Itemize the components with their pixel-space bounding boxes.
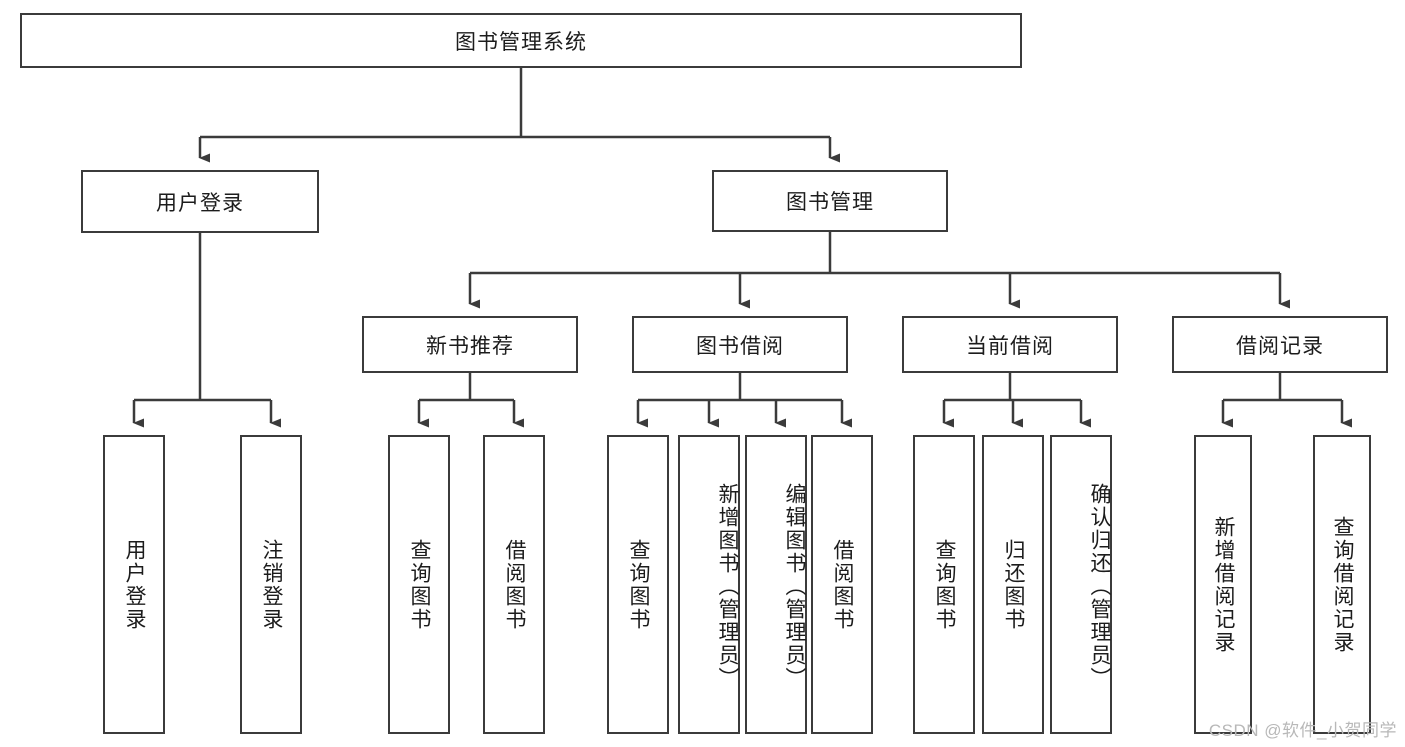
node-label: 查询借阅记录 (1331, 515, 1355, 654)
node-label: 新书推荐 (426, 334, 514, 358)
node-borrow-record[interactable]: 借阅记录 (1172, 316, 1388, 373)
node-leaf-add-book[interactable]: 新增图书（管理员） (678, 435, 740, 734)
node-label: 用户登录 (156, 191, 244, 215)
node-label: 图书管理系统 (455, 30, 587, 54)
node-label: 图书借阅 (696, 334, 784, 358)
node-label: 编辑图书（管理员） (783, 483, 806, 690)
node-book-borrow[interactable]: 图书借阅 (632, 316, 848, 373)
watermark: CSDN @软件_小贺同学 (1208, 721, 1397, 740)
node-label: 新增图书（管理员） (716, 483, 739, 690)
node-leaf-query-record[interactable]: 查询借阅记录 (1313, 435, 1371, 734)
node-leaf-query-book-3[interactable]: 查询图书 (913, 435, 975, 734)
node-label: 查询图书 (627, 538, 651, 631)
node-leaf-add-record[interactable]: 新增借阅记录 (1194, 435, 1252, 734)
node-label: 新增借阅记录 (1212, 515, 1236, 654)
node-leaf-confirm-return[interactable]: 确认归还（管理员） (1050, 435, 1112, 734)
node-book-manage[interactable]: 图书管理 (712, 170, 948, 232)
node-label: 借阅图书 (503, 538, 527, 631)
node-leaf-borrow-book-1[interactable]: 借阅图书 (483, 435, 545, 734)
node-label: 确认归还（管理员） (1088, 483, 1111, 690)
node-user-login[interactable]: 用户登录 (81, 170, 319, 233)
node-label: 注销登录 (260, 538, 284, 631)
node-label: 图书管理 (786, 191, 874, 214)
node-current-borrow[interactable]: 当前借阅 (902, 316, 1118, 373)
node-label: 借阅图书 (831, 538, 855, 631)
node-label: 查询图书 (933, 538, 957, 631)
node-leaf-query-book-2[interactable]: 查询图书 (607, 435, 669, 734)
node-new-book-recommend[interactable]: 新书推荐 (362, 316, 578, 373)
node-leaf-logout[interactable]: 注销登录 (240, 435, 302, 734)
node-label: 用户登录 (123, 538, 147, 631)
node-leaf-user-login[interactable]: 用户登录 (103, 435, 165, 734)
node-leaf-return-book[interactable]: 归还图书 (982, 435, 1044, 734)
node-label: 当前借阅 (966, 334, 1054, 358)
node-label: 查询图书 (408, 538, 432, 631)
node-root[interactable]: 图书管理系统 (20, 13, 1022, 68)
node-leaf-edit-book[interactable]: 编辑图书（管理员） (745, 435, 807, 734)
node-leaf-borrow-book-2[interactable]: 借阅图书 (811, 435, 873, 734)
node-label: 借阅记录 (1236, 334, 1324, 358)
node-label: 归还图书 (1002, 538, 1026, 631)
node-leaf-query-book-1[interactable]: 查询图书 (388, 435, 450, 734)
